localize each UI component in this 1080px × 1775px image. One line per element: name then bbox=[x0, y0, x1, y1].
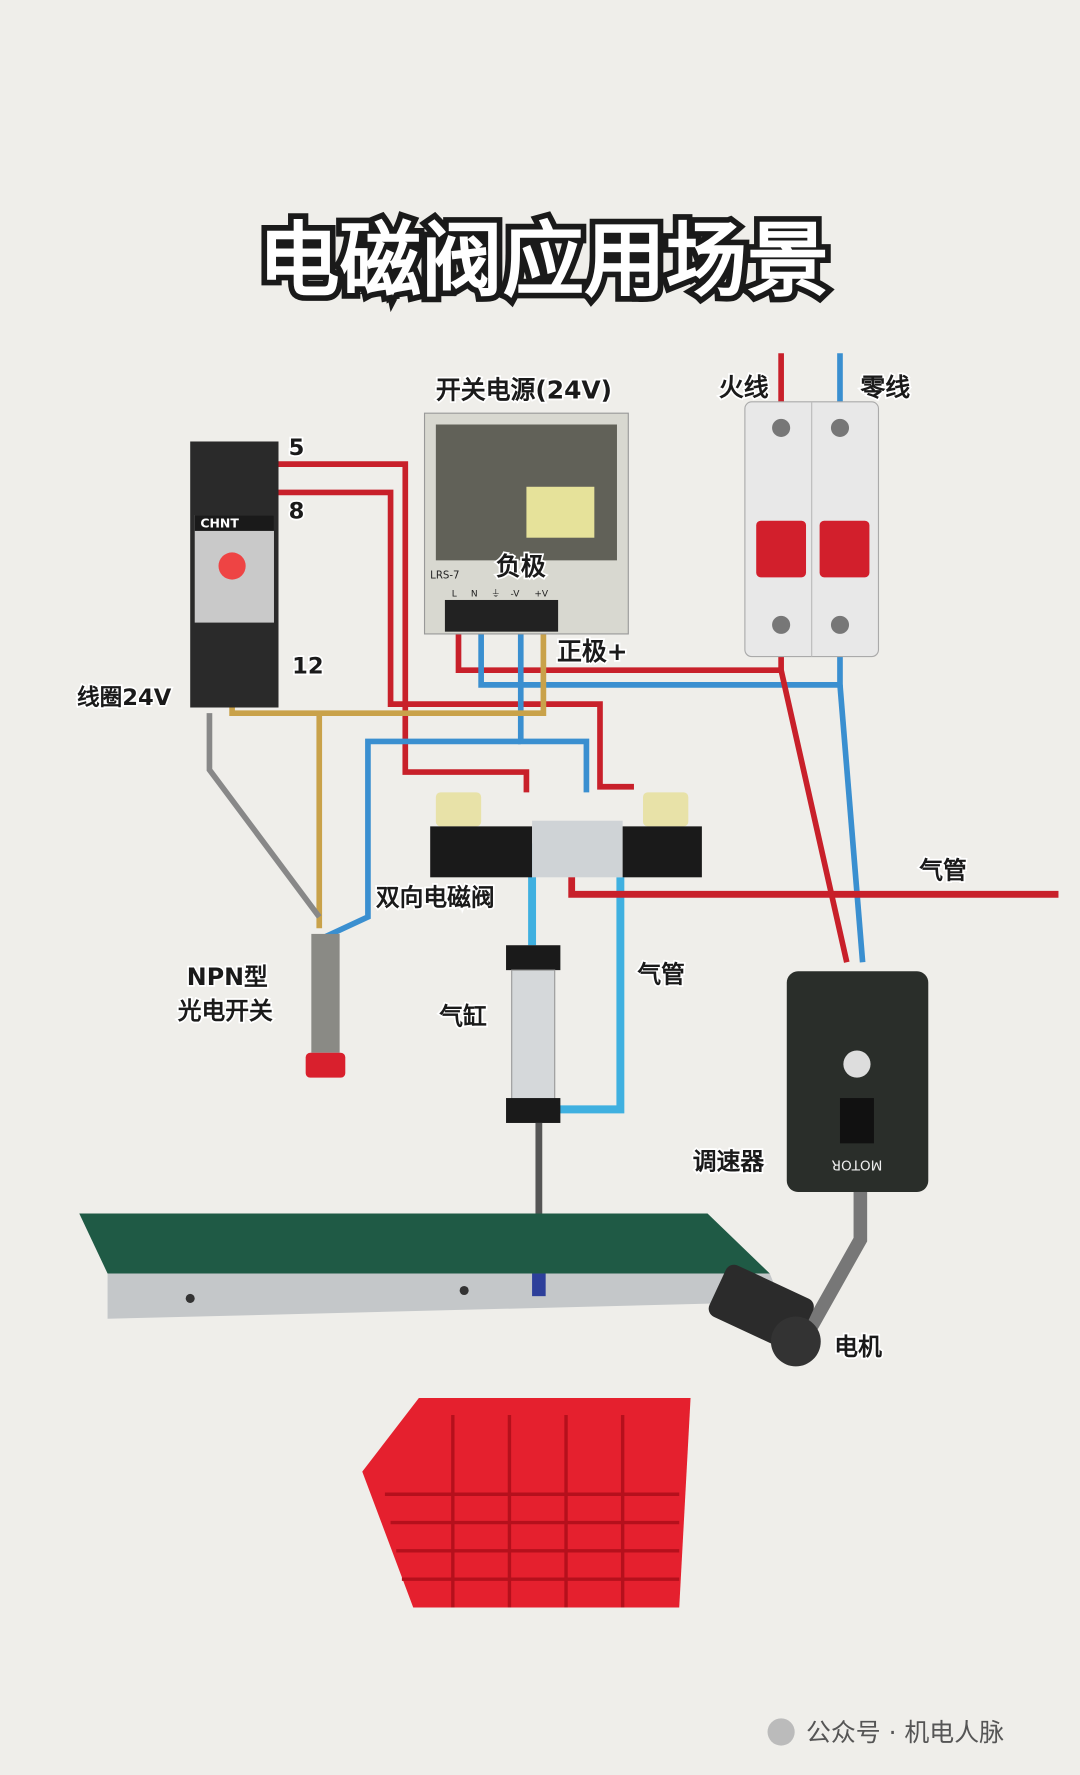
psu-terminal-ground: ⏚ bbox=[491, 589, 500, 600]
relay-pin-5: 5 bbox=[289, 435, 305, 461]
wires bbox=[206, 353, 1059, 1334]
speed-controller: MOTOR bbox=[786, 971, 929, 1193]
motor-cable bbox=[803, 1188, 868, 1334]
sensor-label-1: NPN型 bbox=[187, 963, 268, 991]
photoelectric-sensor bbox=[305, 933, 346, 1078]
switching-power-supply: LRS-7 L N ⏚ -V +V bbox=[423, 412, 629, 635]
psu-terminal-negative: -V bbox=[511, 590, 521, 600]
motor-label: 电机 bbox=[834, 1333, 882, 1361]
solenoid-valve-label: 双向电磁阀 bbox=[376, 884, 495, 912]
neutral-wire-label: 零线 bbox=[859, 373, 910, 402]
wechat-icon bbox=[767, 1718, 795, 1746]
diagram-title: 电磁阀应用场景 bbox=[258, 214, 829, 309]
cylinder-label: 气缸 bbox=[438, 1002, 487, 1030]
conveyor-belt bbox=[79, 1213, 782, 1319]
sensor-label-2: 光电开关 bbox=[177, 997, 273, 1025]
psu-model: LRS-7 bbox=[430, 570, 459, 581]
psu-terminal-n: N bbox=[471, 590, 478, 600]
positive-label: 正极+ bbox=[557, 637, 628, 666]
air-pipe-label-right: 气管 bbox=[918, 856, 967, 884]
relay-pin-8: 8 bbox=[289, 498, 305, 524]
negative-label: 负极 bbox=[496, 552, 546, 581]
relay-pin-12: 12 bbox=[292, 654, 324, 680]
speed-controller-label: 调速器 bbox=[693, 1147, 765, 1175]
live-wire-label: 火线 bbox=[719, 373, 769, 402]
basket bbox=[362, 1398, 691, 1608]
air-supply-pipe bbox=[568, 871, 1059, 898]
neutral-to-psu bbox=[478, 611, 843, 688]
coil-label: 线圈24V bbox=[77, 684, 172, 711]
air-pipe-label-middle: 气管 bbox=[636, 961, 685, 989]
air-cylinder bbox=[506, 945, 561, 1282]
relay-5-wire bbox=[269, 461, 530, 793]
air-pipe-bottom bbox=[554, 877, 625, 1114]
relay-8-wire bbox=[269, 489, 634, 790]
solenoid-valve bbox=[430, 792, 702, 878]
watermark: 公众号 · 机电人脉 bbox=[806, 1718, 1004, 1747]
relay-brand: CHNT bbox=[200, 516, 239, 531]
sensor-black-wire bbox=[206, 713, 322, 919]
neutral-to-controller bbox=[837, 684, 866, 963]
controller-brand: MOTOR bbox=[831, 1156, 882, 1172]
motor bbox=[708, 1264, 821, 1367]
live-to-controller bbox=[778, 669, 850, 963]
psu-terminal-l: L bbox=[452, 590, 457, 600]
circuit-breaker bbox=[744, 401, 880, 658]
psu-terminal-positive: +V bbox=[534, 590, 549, 600]
relay: CHNT bbox=[190, 441, 279, 708]
negative-wire bbox=[517, 611, 590, 793]
power-supply-label: 开关电源(24V) bbox=[436, 375, 612, 404]
sensor-blue-wire bbox=[318, 738, 521, 943]
